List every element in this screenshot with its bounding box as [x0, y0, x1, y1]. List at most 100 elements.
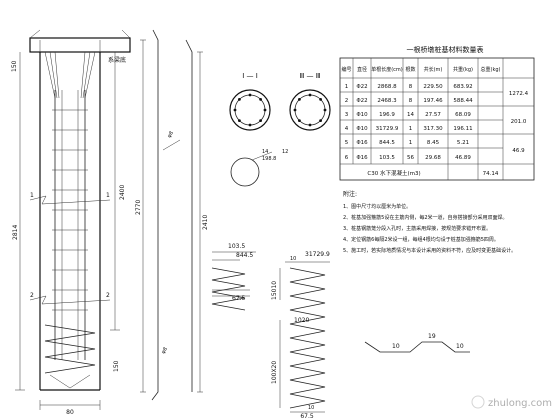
notes-title: 附注: — [343, 190, 357, 198]
table-cell: 1 — [409, 140, 413, 146]
table-header-7: 总重(kg) — [481, 66, 501, 73]
table-cell: Φ16 — [356, 140, 368, 146]
concrete-label: C30 水下混凝土(m3) — [367, 169, 420, 177]
spiral-dim-top: 103.5 — [228, 243, 245, 250]
section-2-2 — [289, 89, 331, 131]
material-table — [339, 57, 535, 181]
table-cell: 103.5 — [379, 155, 395, 161]
table-cell: 3 — [345, 112, 349, 118]
table-cell: 229.50 — [423, 84, 443, 90]
spiral-dim-10b: 10 — [308, 405, 314, 411]
spiral-detail — [211, 251, 256, 311]
table-cell: 8 — [409, 84, 413, 90]
table-cell: Φ16 — [356, 155, 368, 161]
note-2: 2、桩基加强箍筋5设在主筋内侧，每2米一道，自身搭接部分采用双面焊。 — [343, 214, 508, 221]
spiral-dim-10: 10 — [290, 256, 296, 262]
bar-length-2410: 2410 — [202, 215, 209, 230]
bar-note-2: φ8 — [161, 346, 169, 355]
length-2400-label: 2400 — [119, 185, 126, 200]
table-cell: 5 — [345, 140, 349, 146]
note-4: 4、定位钢筋6每隔2米设一组，每组4根均匀设于桩基加强箍筋5四周。 — [343, 236, 499, 243]
ring-dim-2: 12 — [282, 149, 288, 155]
total-weight-locator: 46.9 — [512, 148, 525, 154]
table-row: 1 Φ22 2868.8 8 229.50 683.92 — [345, 84, 473, 90]
table-cell: 683.92 — [453, 84, 472, 90]
section-1-mark-right: 1 — [106, 192, 110, 199]
hoop-dim-1: 10 — [392, 343, 400, 350]
watermark-text: zhulong.com — [488, 398, 552, 409]
table-cell: Φ10 — [356, 112, 368, 118]
hoop-bar-detail — [364, 341, 470, 353]
long-spiral-detail — [279, 261, 330, 413]
note-1: 1、图中尺寸均以厘米为单位。 — [343, 203, 411, 210]
table-row: 3 Φ10 196.9 14 27.57 68.09 — [345, 112, 472, 118]
section-1-1 — [229, 89, 271, 131]
spiral-dim-15010: 15010 — [271, 281, 278, 300]
table-header-2: 直径 — [357, 66, 367, 73]
top-dim-label: 150 — [11, 60, 18, 72]
table-cell: 317.30 — [423, 126, 443, 132]
table-header-6: 共重(kg) — [453, 66, 473, 73]
table-header-3: 单根长度(cm) — [371, 66, 403, 73]
table-cell: 6 — [345, 155, 349, 161]
hoop-dim-2: 19 — [428, 333, 436, 340]
table-cell: 14 — [407, 112, 414, 118]
table-cell: 844.5 — [379, 140, 395, 146]
table-cell: 8.45 — [427, 140, 440, 146]
table-title: 一根桥墩桩基材料数量表 — [407, 45, 484, 54]
hoop-dim-3: 10 — [456, 343, 464, 350]
spiral-dim-3172: 31729.9 — [305, 251, 330, 258]
table-cell: 196.11 — [453, 126, 472, 132]
table-header-5: 共长(m) — [424, 66, 443, 73]
length-2814-label: 2814 — [12, 225, 19, 240]
spiral-dim-1020: 1020 — [294, 317, 309, 324]
table-cell: Φ10 — [356, 126, 368, 132]
tip-top-dim-label: 150 — [113, 360, 120, 372]
table-cell: 4 — [345, 126, 349, 132]
table-cell: 2468.3 — [377, 98, 397, 104]
table-cell: 46.89 — [455, 155, 471, 161]
spiral-dim-675: 67.5 — [232, 295, 246, 302]
bar-length-2770: 2770 — [135, 200, 142, 215]
section-1-mark-left: 1 — [30, 192, 34, 199]
spiral-dim-844: 844.5 — [236, 252, 253, 259]
main-bar-detail — [140, 29, 203, 401]
table-cell: 8 — [409, 98, 413, 104]
table-cell: 56 — [407, 155, 414, 161]
note-5: 5、施工时，若实际地质情况与本设计采用的资料不符，应及时变更基础设计。 — [343, 247, 516, 254]
table-cell: Φ22 — [356, 84, 367, 90]
hoop-ring-detail — [230, 151, 273, 187]
section-2-title: Ⅲ — Ⅲ — [299, 72, 320, 80]
spiral-dim-100x20: 100X20 — [271, 361, 278, 384]
section-1-title: I — I — [242, 72, 258, 80]
table-cell: Φ22 — [356, 98, 367, 104]
table-cell: 31729.9 — [376, 126, 399, 132]
tip-dim-label: 80 — [66, 409, 74, 416]
bar-note-1: φ8 — [167, 130, 175, 139]
table-cell: 1 — [345, 84, 349, 90]
spiral-dim-675b: 67.5 — [300, 413, 314, 420]
section-2-mark-right: 2 — [106, 292, 110, 299]
watermark-logo: zhulong.com — [471, 395, 552, 409]
section-2-mark-left: 2 — [30, 292, 34, 299]
table-cell: 2 — [345, 98, 349, 104]
table-row: 2 Φ22 2468.3 8 197.46 588.44 — [345, 98, 473, 104]
table-cell: 588.44 — [453, 98, 473, 104]
total-weight-main: 1272.4 — [509, 91, 529, 97]
table-header-4: 根数 — [405, 66, 415, 73]
table-cell: 2868.8 — [377, 84, 397, 90]
table-cell: 5.21 — [457, 140, 469, 146]
table-row: 4 Φ10 31729.9 1 317.30 196.11 — [345, 126, 473, 132]
cap-bottom-label: 系梁底 — [108, 56, 126, 64]
table-row: 5 Φ16 844.5 1 8.45 5.21 — [345, 140, 469, 146]
note-3: 3、桩基钢筋笼分段入孔时，主筋采用焊接，按规范要求错开布置。 — [343, 225, 491, 232]
table-header-1: 编号 — [341, 66, 351, 73]
table-cell: 68.09 — [455, 112, 471, 118]
total-weight-hoop: 201.0 — [511, 119, 527, 125]
table-cell: 1 — [409, 126, 413, 132]
table-cell: 196.9 — [379, 112, 395, 118]
table-cell: 29.68 — [425, 155, 441, 161]
ring-dim-1: 14 — [262, 149, 268, 155]
table-cell: 27.57 — [425, 112, 441, 118]
